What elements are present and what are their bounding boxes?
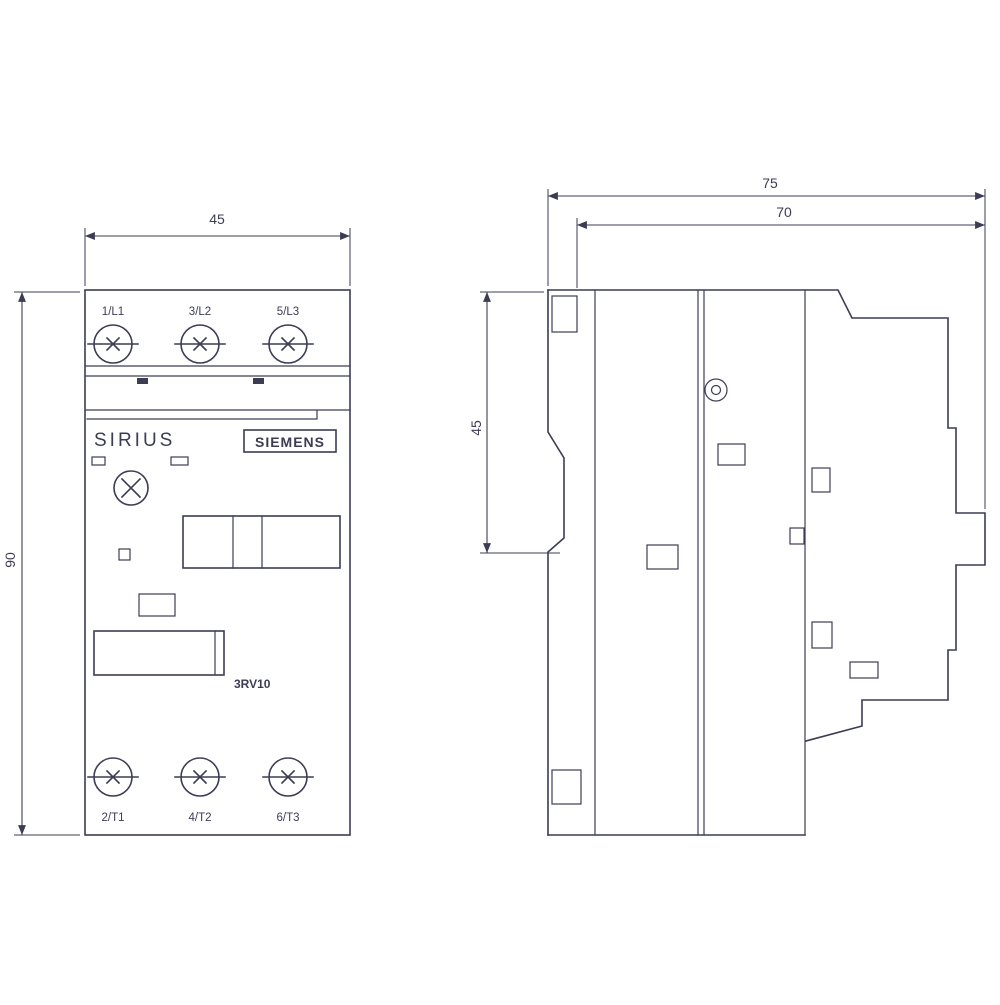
splice-marks <box>137 378 264 384</box>
dim-side-depth-overall: 75 <box>547 175 986 509</box>
terminal-screw-5l3 <box>262 324 314 364</box>
dim-side-height-upper-label: 45 <box>468 420 484 436</box>
terminal-screw-1l1 <box>87 324 139 364</box>
dim-side-height-upper: 45 <box>468 291 560 554</box>
front-view: 1/L1 3/L2 5/L3 SIRIUS SIEMENS 3RV10 <box>2 211 351 836</box>
dim-side-depth-body-label: 70 <box>776 204 792 220</box>
terminal-screw-6t3 <box>262 757 314 797</box>
terminal-label-3l2: 3/L2 <box>189 306 211 318</box>
side-top-front-profile <box>547 289 986 742</box>
side-detail-window <box>646 544 679 570</box>
side-section-lines <box>594 289 806 836</box>
label-window <box>93 630 225 676</box>
terminal-label-5l3: 5/L3 <box>277 306 299 318</box>
brand-text: SIRIUS <box>94 430 175 451</box>
terminal-label-1l1: 1/L1 <box>102 306 124 318</box>
dim-front-width: 45 <box>84 211 351 286</box>
siemens-logo-box <box>243 429 337 453</box>
terminal-label-2t1: 2/T1 <box>101 812 124 824</box>
switch-block <box>182 515 341 569</box>
splice-mark <box>137 378 148 384</box>
dim-front-width-label: 45 <box>209 211 225 227</box>
rail-slot-bottom <box>551 769 582 805</box>
front-outline <box>84 289 351 836</box>
dim-side-depth-body: 70 <box>576 204 985 288</box>
terminal-label-6t3: 6/T3 <box>276 812 299 824</box>
dim-front-width-extensions <box>84 228 351 286</box>
indicator-window <box>170 456 189 466</box>
terminal-screw-4t2 <box>174 757 226 797</box>
siemens-logo-text: SIEMENS <box>255 434 325 450</box>
terminal-label-4t2: 4/T2 <box>188 812 211 824</box>
terminal-cover-lines <box>84 365 351 420</box>
mounting-screw-hole <box>704 378 728 402</box>
dim-front-height-label: 90 <box>2 552 18 568</box>
rail-slot-top <box>551 295 578 333</box>
reset-button <box>138 593 176 617</box>
rotary-dial <box>113 470 149 506</box>
model-label: 3RV10 <box>234 677 271 691</box>
dim-side-depth-overall-label: 75 <box>762 175 778 191</box>
splice-mark <box>253 378 264 384</box>
side-detail-window <box>717 443 746 466</box>
side-detail-window <box>849 661 879 679</box>
side-detail-window <box>811 621 833 649</box>
rotary-dial-cross <box>120 477 142 499</box>
indicator-square <box>118 548 131 561</box>
side-detail-window <box>811 467 831 493</box>
dim-front-height-extensions <box>14 291 80 836</box>
dim-front-height: 90 <box>2 291 80 836</box>
dim-side-depth-overall-extensions <box>547 189 986 509</box>
side-view: 75 70 45 <box>468 175 986 836</box>
switch-block-dividers <box>232 515 263 569</box>
terminal-screw-2t1 <box>87 757 139 797</box>
side-rear-edge <box>547 289 565 836</box>
indicator-window <box>91 456 106 466</box>
side-detail-window <box>789 527 805 545</box>
terminal-screw-3l2 <box>174 324 226 364</box>
